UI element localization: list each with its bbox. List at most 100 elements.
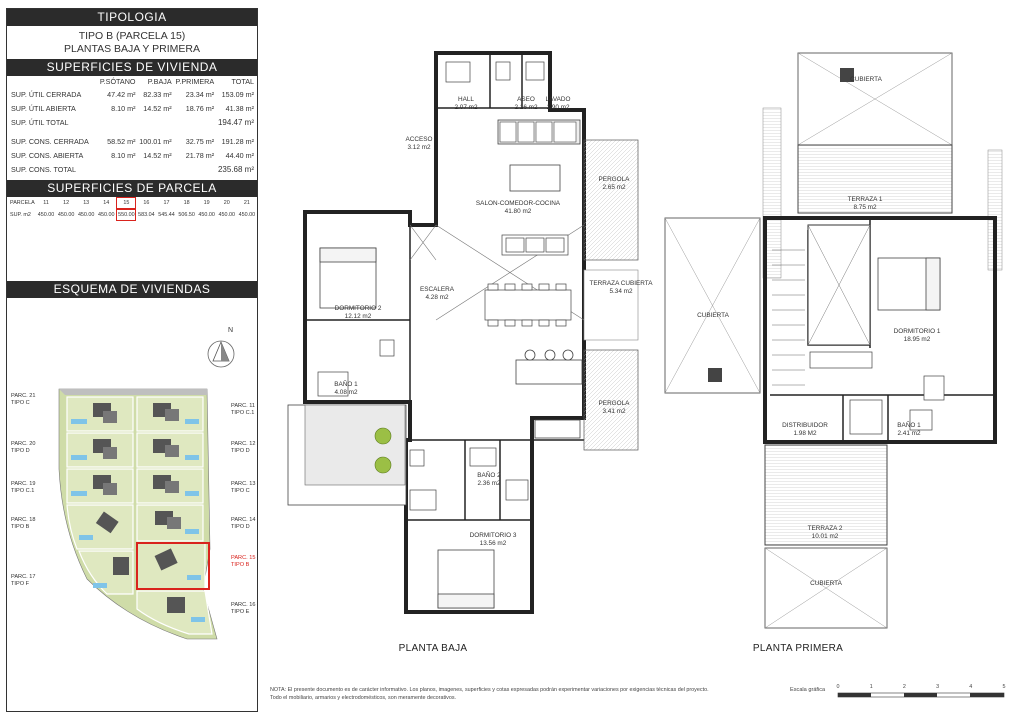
room-name: BAÑO 2: [477, 472, 501, 479]
table-row: SUP. CONS. CERRADA 58.52 m² 100.01 m² 32…: [7, 134, 257, 148]
parcela-area-cell: 450.00: [198, 212, 215, 218]
north-arrow-icon: [207, 340, 235, 368]
parcela-area-cell: 450.00: [98, 212, 115, 218]
room-name: TERRAZA CUBIERTA: [589, 280, 653, 287]
cell: 8.10 m²: [111, 103, 136, 113]
room-area: 41.80 m2: [504, 208, 532, 215]
parcela-area-cell: 550.00: [116, 209, 137, 221]
room-name: DORMITORIO 1: [893, 328, 941, 335]
tipologia-header: TIPOLOGIA: [7, 9, 257, 26]
room-name: ASEO: [517, 96, 535, 103]
scale-tick: 4: [969, 684, 973, 690]
parcela-area-cell: 450.00: [37, 212, 55, 218]
scale-tick: 5: [1002, 684, 1006, 690]
pools: [71, 419, 205, 622]
row-label: SUP. ÚTIL CERRADA: [11, 89, 82, 99]
row-label: SUP. CONS. TOTAL: [11, 164, 76, 174]
parcela-number-cell: 13: [83, 200, 90, 206]
ground-floor-plan: [287, 51, 639, 614]
parcela-area-cell: 506.50: [178, 212, 195, 218]
room-area: 8.75 m2: [853, 204, 877, 211]
room-area: 4.08 m2: [334, 389, 358, 396]
row-label: PARCELA: [10, 200, 35, 206]
room-name: BAÑO 1: [334, 381, 358, 388]
cell: 47.42 m²: [107, 89, 136, 99]
col-header: P.SÓTANO: [99, 77, 136, 86]
table-row: SUP. CONS. TOTAL 235.68 m²: [7, 162, 257, 176]
plant-icon: [374, 427, 392, 474]
col-header: P.BAJA: [147, 77, 172, 86]
cell: 14.52 m²: [143, 103, 172, 113]
parcela-number-cell: 14: [103, 200, 110, 206]
info-panel: TIPOLOGIA TIPO B (PARCELA 15) PLANTAS BA…: [6, 8, 258, 712]
col-header: TOTAL: [231, 77, 255, 86]
parcela-number-cell: 21: [243, 200, 250, 206]
parcela-area-cell: 450.00: [57, 212, 75, 218]
parcela-area-cell: 450.00: [238, 212, 256, 218]
cell: 23.34 m²: [185, 89, 215, 99]
parcela-number-cell: 17: [163, 200, 170, 206]
parcela-area-cell: 450.00: [218, 212, 235, 218]
parcela-number-cell: 16: [143, 200, 150, 206]
room-name: CUBIERTA: [697, 312, 729, 319]
room-name: HALL: [458, 96, 474, 103]
north-label: N: [228, 327, 234, 334]
sup-vivienda-header: SUPERFICIES DE VIVIENDA: [7, 59, 257, 76]
room-name: DORMITORIO 2: [334, 305, 382, 312]
room-area: 18.95 m2: [903, 336, 931, 343]
room-name: ESCALERA: [419, 286, 455, 293]
parcela-area-cell: 450.00: [77, 212, 95, 218]
room-area: 4.28 m2: [425, 294, 449, 301]
floor-plans: [287, 51, 1005, 698]
table-row: SUP. ÚTIL ABIERTA 8.10 m² 14.52 m² 18.76…: [7, 101, 257, 115]
parcela-number-cell: 11: [43, 200, 49, 206]
cell: 41.38 m²: [225, 103, 254, 113]
planta-primera-title: PLANTA PRIMERA: [752, 643, 844, 654]
cell: 100.01 m²: [139, 136, 172, 146]
cell: 8.10 m²: [111, 150, 136, 160]
houses: [93, 403, 185, 613]
first-room-label: CUBIERTA: [697, 312, 729, 320]
table-row: SUP. ÚTIL CERRADA 47.42 m² 82.33 m² 23.3…: [7, 87, 257, 101]
table-row: SUP. CONS. ABIERTA 8.10 m² 14.52 m² 21.7…: [7, 148, 257, 162]
parcela-number-cell: 18: [183, 200, 190, 206]
scale-bar: [837, 692, 1005, 698]
cell: 194.47 m²: [217, 117, 254, 127]
plantas-subtitle: PLANTAS BAJA Y PRIMERA: [64, 43, 200, 55]
pergolas: [583, 139, 639, 451]
sup-parcela-header: SUPERFICIES DE PARCELA: [7, 180, 257, 197]
cell: 58.52 m²: [107, 136, 136, 146]
sup-vivienda-table: P.SÓTANO P.BAJA P.PRIMERA TOTAL SUP. ÚTI…: [7, 76, 257, 176]
row-label: SUP. CONS. ABIERTA: [11, 150, 84, 160]
cell: 82.33 m²: [143, 89, 172, 99]
planta-baja-title: PLANTA BAJA: [398, 643, 468, 654]
parcela-area-cell: 545.44: [158, 212, 175, 218]
parcela-number-cell: 19: [203, 200, 210, 206]
scale-tick: 1: [869, 684, 873, 690]
room-name: CUBIERTA: [850, 76, 882, 83]
room-area: 3.41 m2: [602, 408, 626, 415]
parcela-area-cell: 583.04: [138, 212, 155, 218]
cell: 18.76 m²: [185, 103, 215, 113]
footer-note: NOTA: El presente documento es de caráct…: [270, 686, 790, 702]
